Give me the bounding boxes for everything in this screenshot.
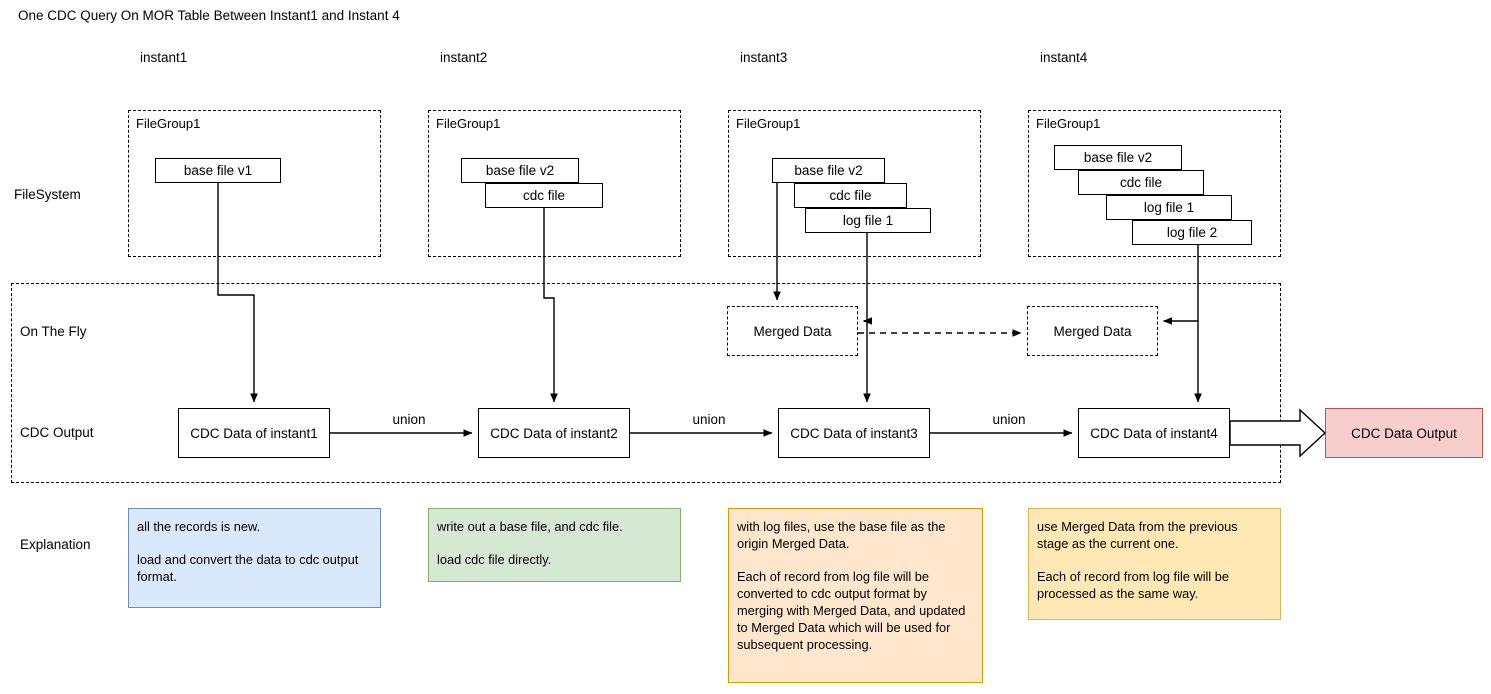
explanation-paragraph: with log files, use the base file as the… [737, 519, 946, 551]
column-header-instant2: instant2 [440, 50, 488, 65]
row-label-cdc-output: CDC Output [20, 425, 94, 440]
merged-data-box-instant4[interactable]: Merged Data [1027, 306, 1158, 356]
explanation-paragraph: Each of record from log file will be pro… [1037, 569, 1230, 601]
filegroup-region-instant3: FileGroup1 [728, 110, 981, 257]
file-box-cdc-file[interactable]: cdc file [794, 183, 907, 208]
union-label-1: union [380, 412, 438, 427]
explanation-paragraph: write out a base file, and cdc file. [437, 519, 623, 534]
explanation-paragraph: Each of record from log file will be con… [737, 569, 966, 652]
filegroup-label: FileGroup1 [136, 116, 201, 131]
cdc-data-box-instant4[interactable]: CDC Data of instant4 [1078, 408, 1230, 458]
file-box-cdc-file[interactable]: cdc file [1078, 170, 1204, 195]
file-box-base-file-v2[interactable]: base file v2 [1054, 145, 1182, 170]
explanation-paragraph: load cdc file directly. [437, 552, 552, 567]
explanation-paragraph: load and convert the data to cdc output … [137, 552, 359, 584]
explanation-paragraph: use Merged Data from the previous stage … [1037, 519, 1238, 551]
explanation-box-instant1: all the records is new. load and convert … [128, 508, 381, 608]
column-header-instant4: instant4 [1040, 50, 1088, 65]
filegroup-region-instant4: FileGroup1 [1028, 110, 1281, 257]
file-box-log-file-1[interactable]: log file 1 [1106, 195, 1232, 220]
filegroup-label: FileGroup1 [736, 116, 801, 131]
cdc-data-box-instant3[interactable]: CDC Data of instant3 [778, 408, 930, 458]
page-title: One CDC Query On MOR Table Between Insta… [18, 8, 400, 23]
row-label-filesystem: FileSystem [14, 187, 81, 202]
explanation-paragraph: all the records is new. [137, 519, 261, 534]
union-label-2: union [680, 412, 738, 427]
file-box-cdc-file[interactable]: cdc file [485, 183, 603, 208]
file-box-log-file-2[interactable]: log file 2 [1132, 220, 1252, 245]
row-label-explanation: Explanation [20, 537, 91, 552]
file-box-log-file-1[interactable]: log file 1 [805, 208, 931, 233]
file-box-base-file-v2[interactable]: base file v2 [461, 158, 579, 183]
filegroup-label: FileGroup1 [1036, 116, 1101, 131]
cdc-data-box-instant2[interactable]: CDC Data of instant2 [478, 408, 630, 458]
explanation-box-instant2: write out a base file, and cdc file. load… [428, 508, 681, 582]
file-box-base-file-v2[interactable]: base file v2 [772, 158, 885, 183]
file-box-base-file-v1[interactable]: base file v1 [155, 158, 281, 183]
processing-region [11, 283, 1281, 483]
cdc-data-output-box[interactable]: CDC Data Output [1325, 408, 1483, 458]
union-label-3: union [980, 412, 1038, 427]
column-header-instant3: instant3 [740, 50, 788, 65]
explanation-box-instant3: with log files, use the base file as the… [728, 508, 983, 683]
filegroup-label: FileGroup1 [436, 116, 501, 131]
column-header-instant1: instant1 [140, 50, 188, 65]
explanation-box-instant4: use Merged Data from the previous stage … [1028, 508, 1281, 620]
filegroup-region-instant1: FileGroup1 [128, 110, 381, 257]
row-label-on-the-fly: On The Fly [20, 324, 87, 339]
merged-data-box-instant3[interactable]: Merged Data [727, 306, 858, 356]
cdc-data-box-instant1[interactable]: CDC Data of instant1 [178, 408, 330, 458]
